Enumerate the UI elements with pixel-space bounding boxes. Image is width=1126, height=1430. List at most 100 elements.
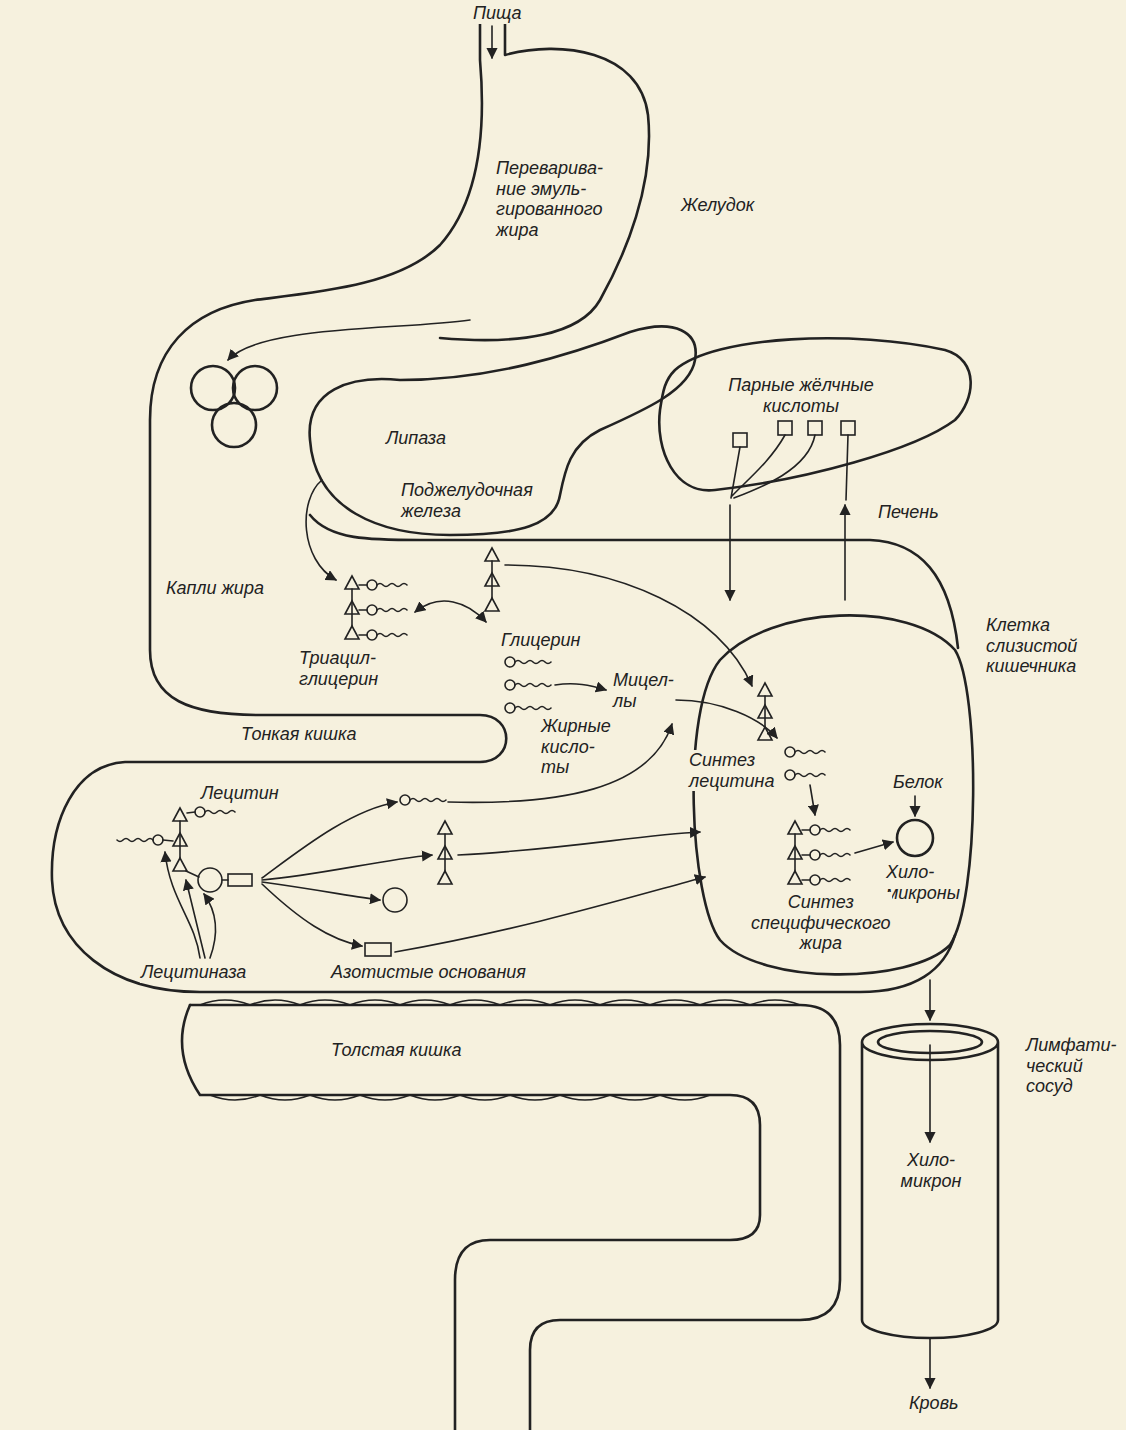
organ-outline-path	[694, 615, 974, 974]
flow-arrow	[262, 855, 432, 880]
haustra-stroke	[210, 1095, 260, 1100]
haustra-stroke	[200, 1000, 250, 1005]
node-text: Хило- микрон	[880, 1150, 982, 1191]
fatty-acid-symbol	[367, 605, 377, 615]
flow-arrow	[810, 785, 815, 815]
glycerol-symbol	[173, 808, 187, 821]
base-symbol	[228, 874, 252, 886]
node-text: Белок	[892, 772, 944, 793]
bond-line	[163, 840, 173, 841]
haustra-stroke	[400, 1000, 450, 1005]
haustra-stroke	[700, 1000, 750, 1005]
flow-arrow	[555, 684, 606, 690]
fatty-acid-symbol	[505, 657, 515, 667]
bond-line	[794, 834, 796, 871]
haustra-stroke	[650, 1000, 700, 1005]
fatty-acid-chain	[515, 661, 551, 664]
bile-acid-symbol	[841, 421, 855, 435]
phosphate-symbol	[198, 868, 222, 892]
lecithinase-arrow	[204, 894, 216, 958]
fatty-acid-symbol	[810, 875, 820, 885]
glycerol-symbol	[758, 705, 772, 718]
fatty-acid-chain	[820, 854, 850, 857]
haustra-stroke	[550, 1000, 600, 1005]
flow-arrow	[228, 320, 470, 360]
node-text: Поджелудочная железа	[400, 480, 534, 521]
part-label: Толстая кишка	[330, 1040, 463, 1061]
glycerol-symbol	[345, 576, 359, 589]
glycerol-symbol	[438, 871, 452, 884]
glycerol-symbol	[173, 858, 187, 871]
stomach: Переварива- ние эмуль- гированного жираЖ…	[490, 150, 640, 300]
fatty-acid-chain	[117, 839, 153, 842]
glycerol-symbol	[485, 598, 499, 611]
bond-line	[802, 879, 810, 881]
organ-outline-path	[862, 1024, 998, 1338]
fatty-acid-chain	[820, 829, 850, 832]
flow-connector	[844, 505, 846, 600]
colon-haustra	[200, 1000, 800, 1100]
fatty-acid-symbol	[367, 580, 377, 590]
bile-acid-symbol	[733, 433, 747, 447]
glycerol-symbol	[438, 846, 452, 859]
haustra-stroke	[460, 1095, 510, 1100]
fatty-acid-symbol	[785, 770, 795, 780]
fatty-acid-symbol	[505, 680, 515, 690]
fat-droplets	[191, 366, 277, 447]
node-text: Лимфати- ческий сосуд	[1025, 1035, 1118, 1097]
fatty-acid-symbol	[810, 825, 820, 835]
haustra-stroke	[660, 1095, 710, 1100]
phosphate-symbol	[383, 888, 407, 912]
part-label: Мицел- лы	[612, 670, 675, 711]
fatty-acid-chain	[515, 684, 551, 687]
fatty-acid-chain	[795, 774, 825, 777]
bond-line	[187, 812, 195, 813]
node-text: Липаза	[385, 428, 447, 449]
haustra-stroke	[560, 1095, 610, 1100]
colon-wall	[190, 1005, 840, 1430]
bile-acid-symbol	[808, 421, 822, 435]
haustra-stroke	[600, 1000, 650, 1005]
glycerol-symbol	[758, 683, 772, 696]
part-label: Триацил- глицерин	[298, 648, 379, 689]
fatty-acid-chain	[205, 811, 235, 814]
colon-wall	[182, 1005, 760, 1430]
flow-arrow	[458, 832, 700, 855]
node-text: Переварива- ние эмуль- гированного жира	[495, 158, 625, 241]
flow-connector	[929, 980, 931, 1020]
flow-arrow	[262, 882, 380, 900]
part-label: Лецитин	[200, 783, 280, 804]
digestive-tract	[52, 24, 958, 1430]
glycerol-symbol	[438, 821, 452, 834]
node-text: Клетка слизистой кишечника	[985, 615, 1078, 677]
fatty-acid-symbol	[810, 850, 820, 860]
flow-arrow	[855, 842, 893, 853]
bond-line	[359, 634, 367, 636]
flow-arrows	[165, 26, 930, 1388]
flow-arrow	[262, 884, 362, 946]
bond-line	[444, 834, 446, 871]
bond-line	[764, 696, 766, 727]
bond-line	[222, 879, 228, 881]
hydrolysis-arrow	[415, 601, 486, 622]
fatty-acid-symbol	[153, 835, 163, 845]
haustra-stroke	[510, 1095, 560, 1100]
fatty-acid-symbol	[785, 747, 795, 757]
molecule-symbols	[117, 421, 933, 956]
haustra-stroke	[250, 1000, 300, 1005]
fatty-acid-chain	[795, 751, 825, 754]
fatty-acid-chain	[410, 799, 446, 802]
bond-line	[802, 854, 810, 856]
bond-line	[359, 584, 367, 586]
fatty-acid-symbol	[400, 795, 410, 805]
glycerol-symbol	[788, 871, 802, 884]
haustra-stroke	[300, 1000, 350, 1005]
lecithinase-arrow	[165, 852, 200, 958]
haustra-stroke	[410, 1095, 460, 1100]
flow-connector	[729, 505, 731, 600]
part-label: Тонкая кишка	[240, 724, 357, 745]
lecithinase-arrow	[186, 880, 205, 958]
liver: Парные жёлчные кислотыПечень	[655, 330, 975, 505]
fatty-acid-chain	[377, 584, 407, 587]
fat-droplet	[212, 403, 256, 447]
